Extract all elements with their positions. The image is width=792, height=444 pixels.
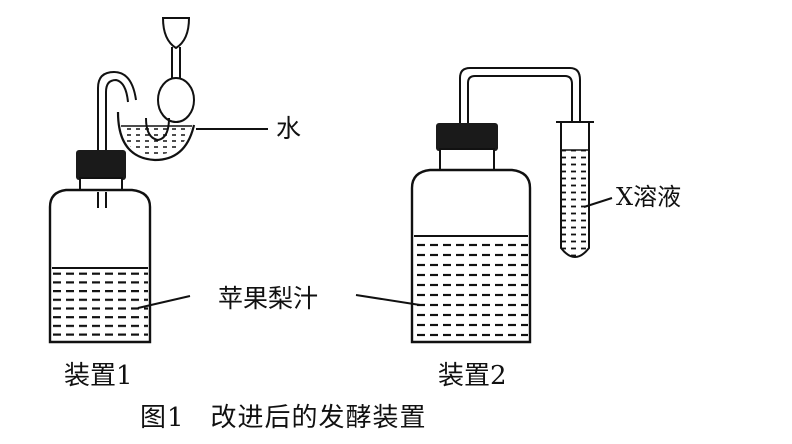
figure-number: 图1 (140, 403, 185, 433)
bottle-2-neck (439, 148, 495, 172)
delivery-tube (459, 67, 581, 200)
label-x-solution: X溶液 (616, 183, 682, 211)
airlock-funnel-cup (161, 17, 191, 50)
bottle-1-juice (52, 268, 148, 340)
airlock-u-bend (116, 111, 196, 162)
label-device-2: 装置2 (438, 361, 507, 391)
device-1 (48, 17, 196, 344)
figure-caption-text: 改进后的发酵装置 (210, 403, 427, 433)
label-device-1: 装置1 (64, 361, 133, 391)
leader-x-solution (583, 197, 613, 208)
bottle-2-juice (414, 236, 528, 340)
label-water: 水 (276, 114, 302, 143)
airlock-inner-tube (145, 117, 170, 142)
figure-caption: 图1 改进后的发酵装置 (140, 405, 427, 431)
airlock (97, 17, 196, 205)
airlock-inlet-tube (97, 70, 137, 205)
device-2 (410, 67, 594, 344)
bottle-1-stopper (76, 150, 126, 180)
x-solution-liquid (562, 150, 588, 257)
airlock-stem (171, 47, 181, 80)
label-apple-pear-juice: 苹果梨汁 (218, 284, 319, 313)
leader-juice-1 (137, 295, 191, 309)
airlock-bulb (157, 77, 195, 123)
test-tube (556, 121, 594, 258)
leader-juice-2 (355, 294, 421, 306)
bottle-2-stopper (436, 123, 498, 151)
